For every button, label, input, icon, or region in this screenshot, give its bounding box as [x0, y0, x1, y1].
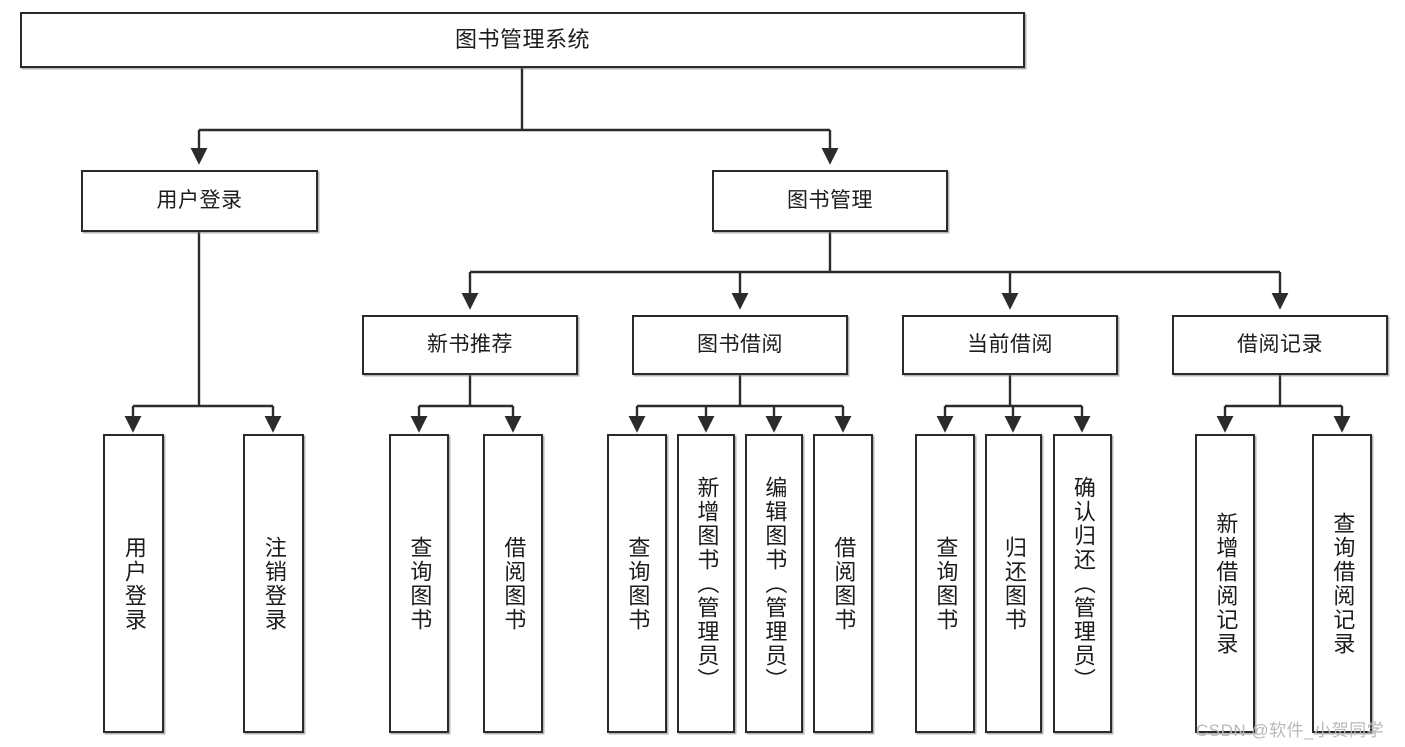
leaf-return-book[interactable]: 归还图书 — [985, 434, 1042, 733]
leaf-logout[interactable]: 注销登录 — [243, 434, 304, 733]
leaf-query-book-1-label: 查询图书 — [407, 535, 433, 632]
node-new-book-recommend[interactable]: 新书推荐 — [362, 315, 578, 375]
leaf-add-record[interactable]: 新增借阅记录 — [1195, 434, 1255, 733]
leaf-query-record[interactable]: 查询借阅记录 — [1312, 434, 1372, 733]
leaf-confirm-return[interactable]: 确认归还（管理员） — [1053, 434, 1112, 733]
node-book-manage[interactable]: 图书管理 — [712, 170, 948, 232]
node-borrow-record-label: 借阅记录 — [1237, 332, 1323, 356]
leaf-borrow-book-1[interactable]: 借阅图书 — [483, 434, 543, 733]
leaf-add-book[interactable]: 新增图书（管理员） — [677, 434, 735, 733]
node-new-book-recommend-label: 新书推荐 — [427, 332, 513, 356]
node-root[interactable]: 图书管理系统 — [20, 12, 1025, 68]
leaf-query-book-2-label: 查询图书 — [625, 535, 651, 632]
node-current-borrow[interactable]: 当前借阅 — [902, 315, 1118, 375]
node-current-borrow-label: 当前借阅 — [967, 332, 1053, 356]
node-book-borrow[interactable]: 图书借阅 — [632, 315, 848, 375]
leaf-add-record-label: 新增借阅记录 — [1213, 511, 1239, 656]
node-user-login-label: 用户登录 — [156, 188, 243, 212]
leaf-edit-book[interactable]: 编辑图书（管理员） — [745, 434, 803, 733]
leaf-borrow-book-2-label: 借阅图书 — [831, 535, 857, 632]
leaf-add-book-label: 新增图书（管理员） — [694, 475, 720, 692]
watermark: CSDN @软件_小贺同学 — [1196, 721, 1385, 740]
leaf-query-book-2[interactable]: 查询图书 — [607, 434, 667, 733]
leaf-edit-book-label: 编辑图书（管理员） — [762, 475, 788, 692]
leaf-query-book-3[interactable]: 查询图书 — [915, 434, 975, 733]
leaf-borrow-book-1-label: 借阅图书 — [501, 535, 527, 632]
leaf-return-book-label: 归还图书 — [1001, 535, 1027, 632]
leaf-confirm-return-label: 确认归还（管理员） — [1070, 475, 1096, 692]
leaf-user-login[interactable]: 用户登录 — [103, 434, 164, 733]
node-book-manage-label: 图书管理 — [787, 188, 873, 212]
node-root-label: 图书管理系统 — [454, 27, 590, 53]
leaf-logout-label: 注销登录 — [261, 535, 287, 632]
leaf-user-login-label: 用户登录 — [121, 535, 147, 632]
leaf-query-record-label: 查询借阅记录 — [1330, 511, 1356, 656]
leaf-query-book-3-label: 查询图书 — [933, 535, 959, 632]
node-borrow-record[interactable]: 借阅记录 — [1172, 315, 1388, 375]
node-user-login[interactable]: 用户登录 — [81, 170, 318, 232]
leaf-query-book-1[interactable]: 查询图书 — [389, 434, 449, 733]
leaf-borrow-book-2[interactable]: 借阅图书 — [813, 434, 873, 733]
node-book-borrow-label: 图书借阅 — [697, 332, 783, 356]
